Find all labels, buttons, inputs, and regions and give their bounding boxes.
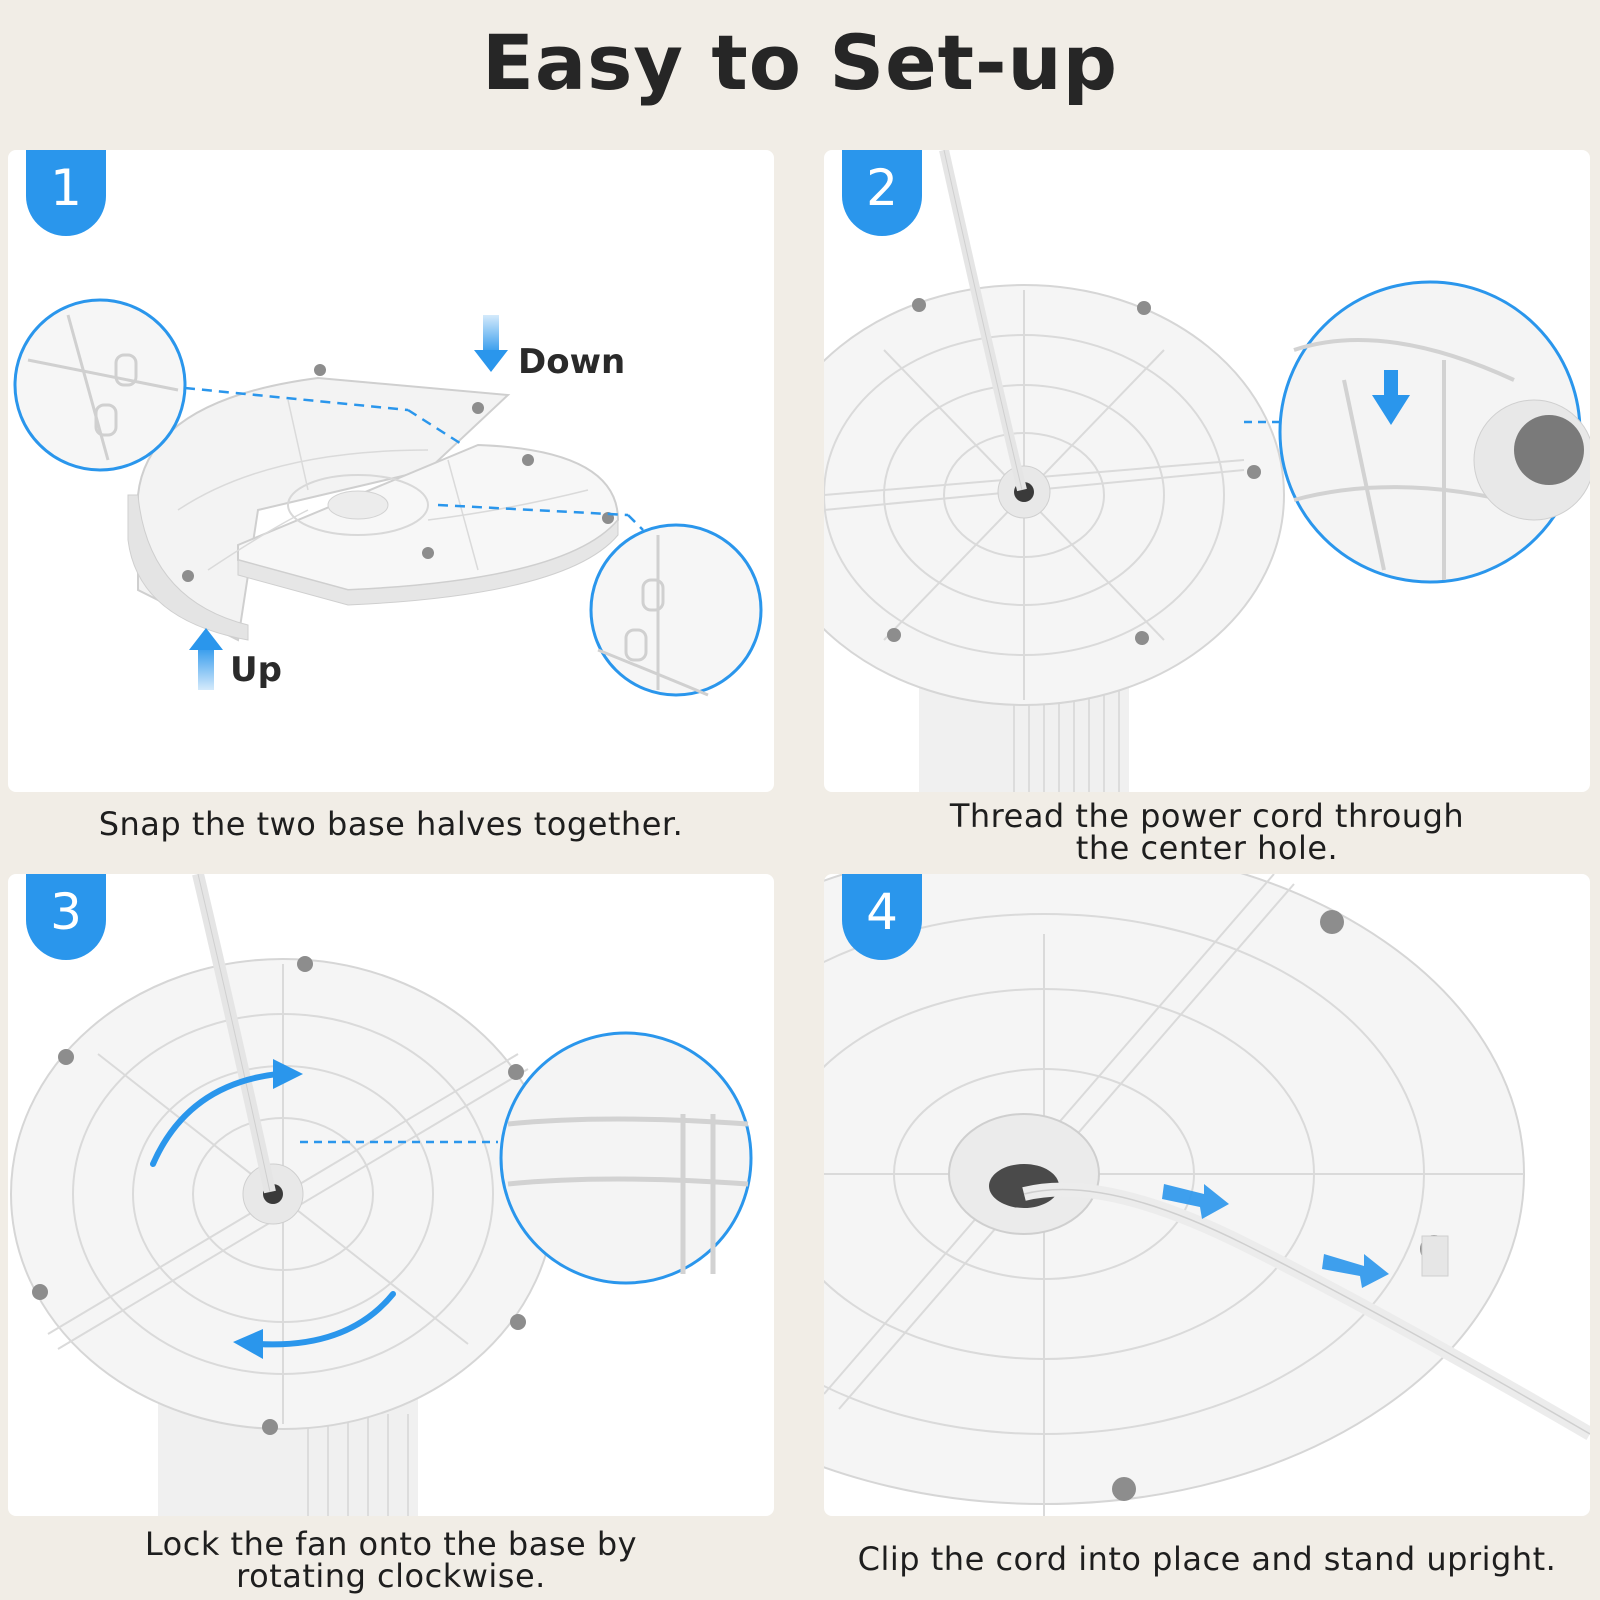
- step-3-panel: 3: [8, 874, 774, 1516]
- step-2-caption-line-1: Thread the power cord through: [949, 797, 1465, 835]
- step-3-caption-line-2: rotating clockwise.: [236, 1557, 546, 1595]
- base-halves-illustration: [13, 298, 763, 697]
- step-1-caption: Snap the two base halves together.: [98, 805, 684, 843]
- step-3-caption: Lock the fan onto the base by rotating c…: [8, 1528, 774, 1592]
- step-1-badge: 1: [26, 150, 106, 236]
- cord-clip-illustration: [824, 874, 1590, 1516]
- step-2-caption: Thread the power cord through the center…: [824, 800, 1590, 864]
- step-3-badge: 3: [26, 874, 106, 960]
- step-1-panel: 1: [8, 150, 774, 792]
- page-title: Easy to Set-up: [481, 18, 1119, 107]
- step-2-badge: 2: [842, 150, 922, 236]
- step-2-caption-line-2: the center hole.: [1075, 829, 1339, 867]
- down-label: Down: [518, 342, 626, 382]
- rotate-lock-illustration: [10, 874, 753, 1516]
- cord-threading-illustration: [824, 150, 1590, 792]
- step-4-caption: Clip the cord into place and stand uprig…: [857, 1540, 1557, 1578]
- up-label: Up: [230, 650, 282, 690]
- step-4-panel: 4: [824, 874, 1590, 1516]
- step-3-caption-line-1: Lock the fan onto the base by: [144, 1525, 638, 1563]
- step-2-panel: 2: [824, 150, 1590, 792]
- step-4-badge: 4: [842, 874, 922, 960]
